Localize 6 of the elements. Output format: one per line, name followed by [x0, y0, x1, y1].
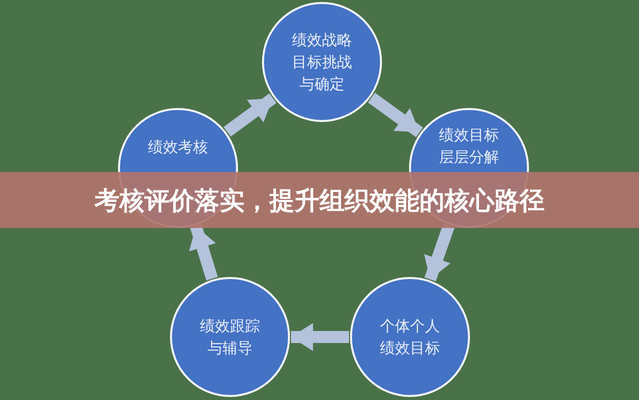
- title-banner: 考核评价落实，提升组织效能的核心路径: [0, 172, 639, 228]
- arrow: [291, 323, 349, 351]
- circle-node: 个体个人绩效目标: [350, 277, 470, 397]
- circle-node: 绩效跟踪与辅导: [170, 277, 290, 397]
- circle-node: 绩效战略目标挑战与确定: [262, 2, 382, 122]
- arrow: [368, 92, 424, 138]
